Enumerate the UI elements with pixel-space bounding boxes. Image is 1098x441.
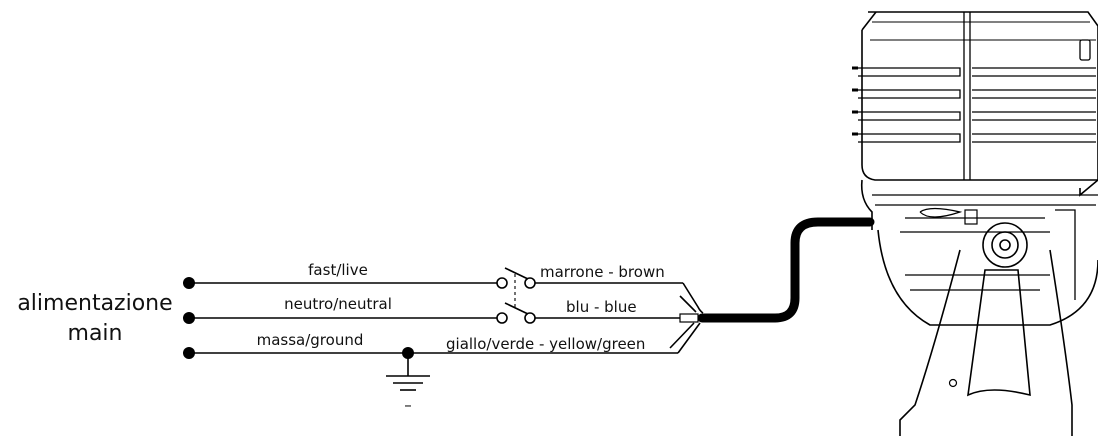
device-cable	[697, 217, 875, 323]
wire-live-label: fast/live	[308, 261, 368, 279]
wire-neutral-label: neutro/neutral	[284, 295, 392, 313]
wire-ground-label: massa/ground	[257, 331, 364, 349]
core-yellow-green-label: giallo/verde - yellow/green	[446, 335, 645, 353]
core-blue-label: blu - blue	[566, 298, 637, 316]
earth-minus-label: –	[404, 396, 412, 414]
double-pole-switch	[496, 267, 536, 324]
supply-label-line1: alimentazione	[17, 291, 172, 316]
earth-symbol	[386, 353, 430, 391]
horn-speaker-device	[852, 11, 1098, 436]
core-brown-label: marrone - brown	[540, 263, 665, 281]
supply-label-line2: main	[68, 321, 123, 346]
cable-breakout	[669, 282, 704, 354]
